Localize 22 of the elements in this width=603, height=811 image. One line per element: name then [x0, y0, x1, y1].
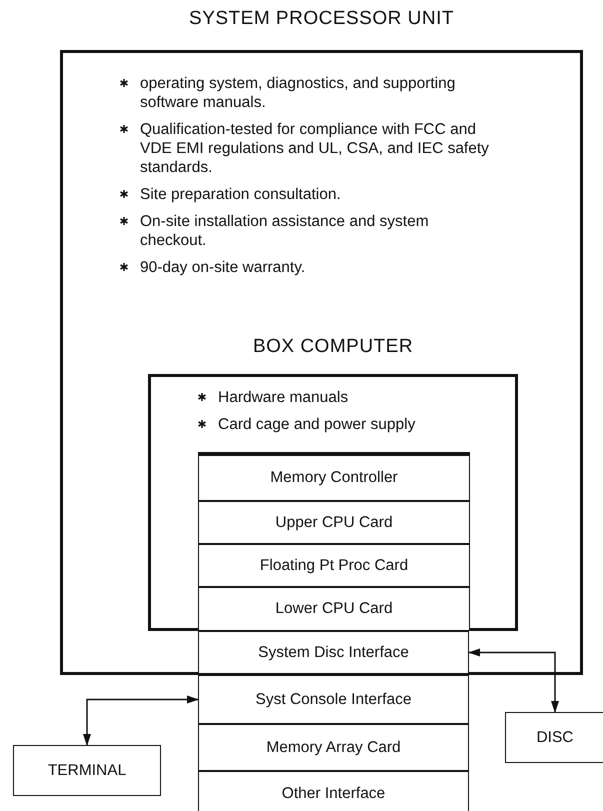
card-cage-box [198, 452, 470, 631]
card-slot: Floating Pt Proc Card [198, 544, 470, 587]
arrow [83, 696, 199, 746]
device-box: DISC [505, 712, 603, 763]
bullet-text: Card cage and power supply [218, 415, 416, 434]
card-slot: Other Interface [198, 771, 469, 811]
card-slot: Syst Console Interface [198, 675, 469, 724]
heading: SYSTEM PROCESSOR UNIT [189, 8, 454, 30]
bullet-text: operating system, diagnostics, and supporting software manuals. [140, 74, 456, 112]
card-slot: Memory Controller [198, 455, 470, 501]
heading: BOX COMPUTER [252, 336, 414, 358]
bullet-text: Qualification-tested for compliance with FCC and VDE EMI regulations and UL, CSA, and IEC safety standards. [140, 120, 490, 177]
card-slot: Lower CPU Card [198, 587, 470, 631]
device-box: TERMINAL [13, 745, 161, 796]
arrow [468, 648, 559, 713]
card-slot: System Disc Interface [198, 631, 469, 674]
bullet-text: 90-day on-site warranty. [140, 258, 306, 277]
bullet-text: Hardware manuals [218, 388, 348, 407]
bullet-text: Site preparation consultation. [140, 185, 341, 204]
card-slot: Memory Array Card [198, 724, 469, 771]
card-slot: Upper CPU Card [198, 501, 470, 544]
bullet-text: On-site installation assistance and system checkout. [140, 212, 430, 250]
